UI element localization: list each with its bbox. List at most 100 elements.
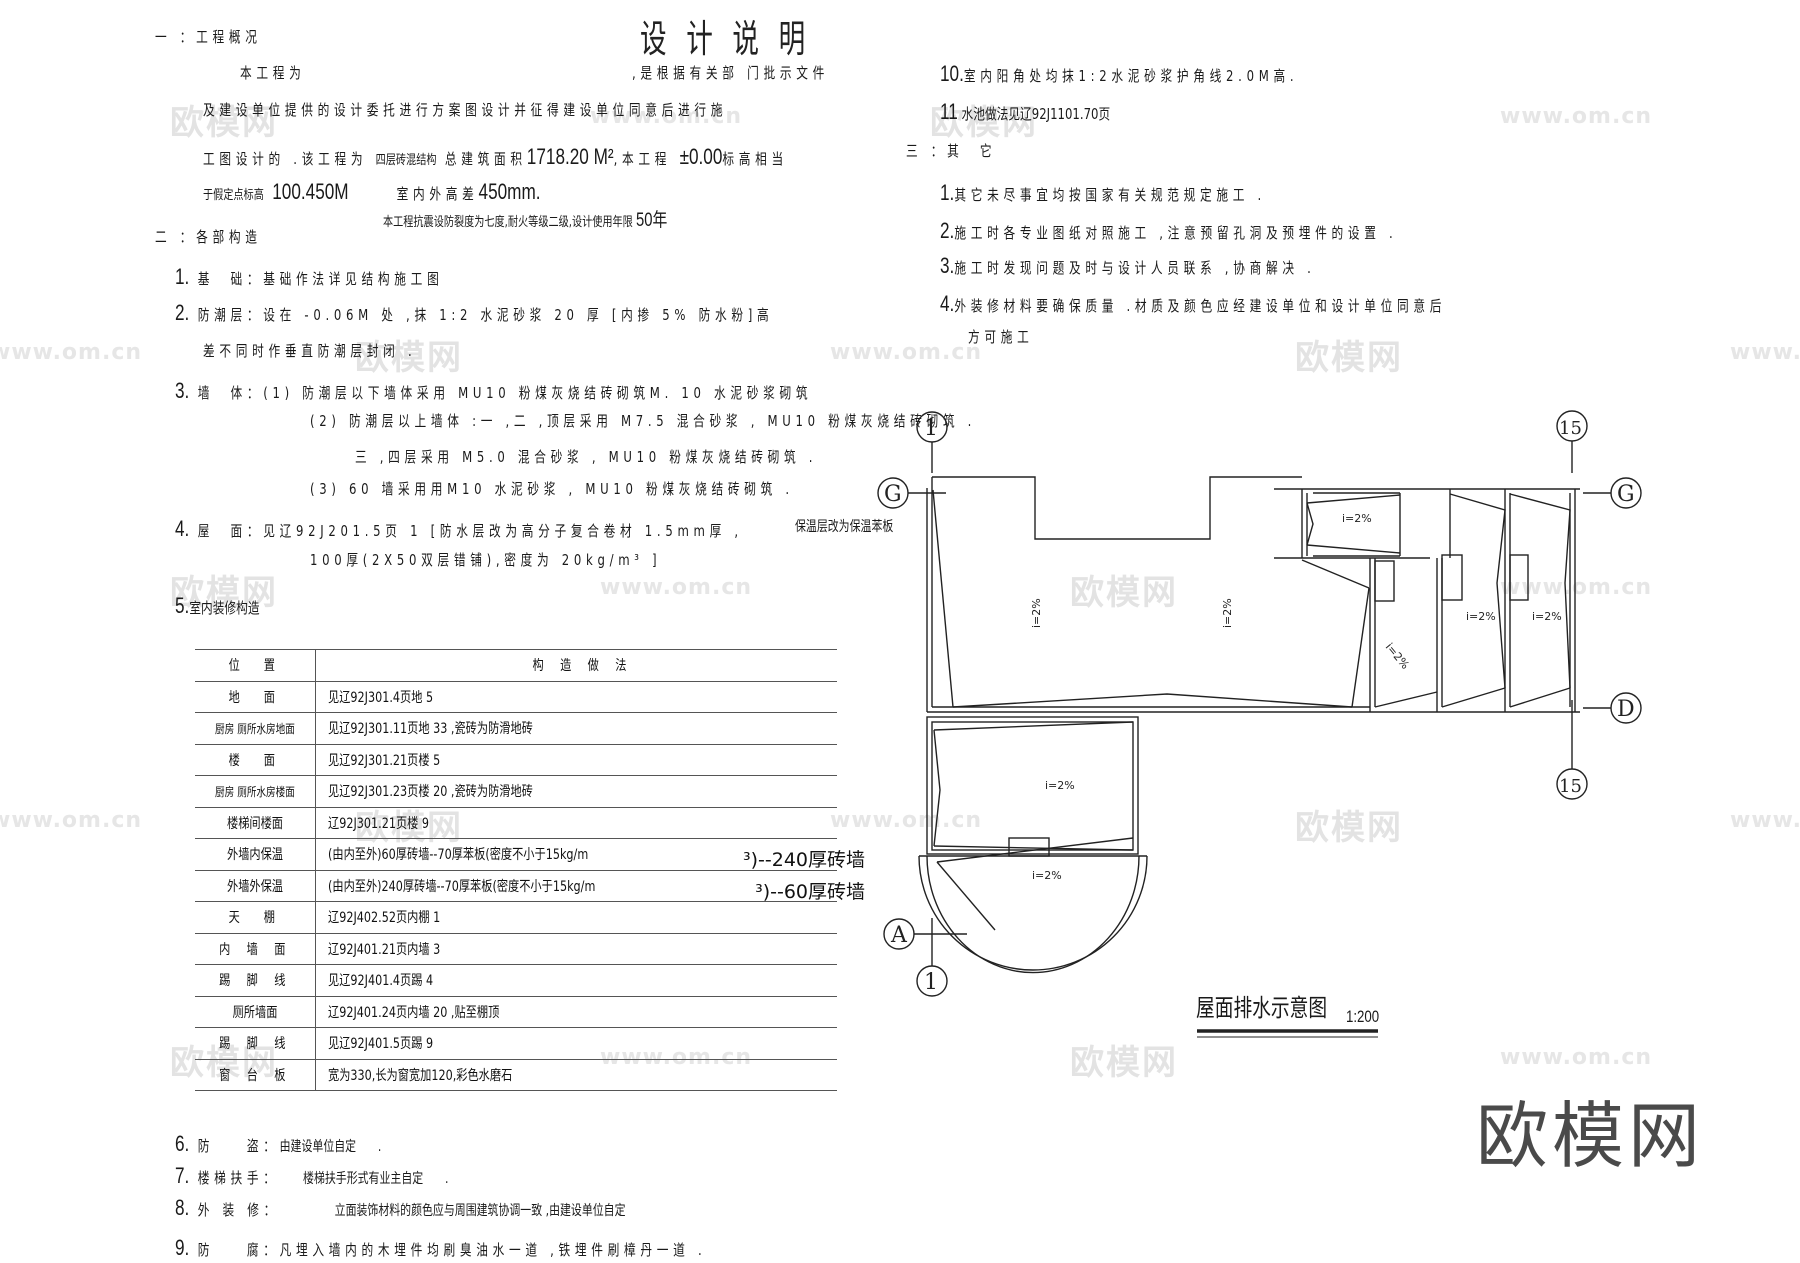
item-4-line2: 100厚(2X50双层错铺),密度为 20kg/m³ ] — [310, 551, 662, 569]
svg-text:i=2%: i=2% — [1045, 779, 1075, 792]
datum-value: 100.450M — [272, 179, 349, 204]
section3-item-4-cont: 方可施工 — [968, 328, 1034, 346]
watermark-url: www.om.cn — [600, 575, 753, 600]
item-10: 10.室内阳角处均抹1:2水泥砂浆护角线2.0M高. — [940, 61, 1299, 86]
item-4-note: 保温层改为保温苯板 — [795, 519, 894, 535]
svg-text:i=2%: i=2% — [1032, 869, 1062, 882]
table-row: 楼梯间楼面辽92J301.21页楼 9 — [195, 806, 837, 839]
section1-line2: 及建设单位提供的设计委托进行方案图设计并征得建设单位同意后进行施 — [203, 101, 728, 119]
row-tail: ³)--240厚砖墙 — [742, 849, 865, 871]
watermark-url: www.om.cn — [830, 340, 983, 365]
axis-bubble-d-right: D — [1583, 692, 1642, 724]
drawing-scale: 1:200 — [1346, 1007, 1380, 1026]
item-9: 9. 防 腐：凡埋入墙内的木埋件均刷臭油水一道 ,铁埋件刷樟丹一道 . — [175, 1235, 707, 1260]
table-header: 位 置 构 造 做 法 — [195, 649, 837, 681]
item-6: 6. 防 盗：由建设单位自定 . — [175, 1131, 382, 1156]
item-3-line3: 三 ,四层采用 M5.0 混合砂浆 , MU10 粉煤灰烧结砖砌筑 . — [355, 448, 818, 466]
table-row: 天 棚辽92J402.52页内棚 1 — [195, 901, 837, 933]
axis-bubble-15-top: 15 — [1556, 410, 1588, 473]
svg-text:G: G — [884, 482, 902, 507]
svg-text:i=2%: i=2% — [1466, 610, 1496, 623]
item-3: 3. 墙 体：(1) 防潮层以下墙体采用 MU10 粉煤灰烧结砖砌筑M. 10 … — [175, 378, 813, 403]
project-label: 工图设计的 .该工程为 — [203, 150, 368, 168]
watermark-url: www.om.cn — [0, 808, 143, 833]
svg-text:15: 15 — [1559, 418, 1582, 439]
datum-label: 于假定点标高 — [203, 188, 264, 203]
item-3-line2: (2) 防潮层以上墙体 :一 ,二 ,顶层采用 M7.5 混合砂浆 , MU10… — [310, 412, 977, 430]
watermark-logo: 欧模网 — [1295, 338, 1403, 378]
height-diff-value: 450mm. — [478, 179, 541, 204]
table-row: 踢 脚 线见辽92J401.5页踢 9 — [195, 1027, 837, 1059]
table-row: 踢 脚 线见辽92J401.4页踢 4 — [195, 964, 837, 996]
watermark-url: www.om.cn — [1730, 808, 1800, 833]
item-7: 7. 楼梯扶手：楼梯扶手形式有业主自定 . — [175, 1163, 449, 1188]
table-row: 楼 面见辽92J301.21页楼 5 — [195, 743, 837, 776]
row-tail: ³)--60厚砖墙 — [755, 880, 865, 903]
section3-item-1: 1.其它未尽事宜均按国家有关规范规定施工 . — [940, 180, 1266, 205]
svg-text:i=2%: i=2% — [1221, 598, 1234, 628]
watermark-logo: 欧模网 — [1070, 573, 1178, 613]
table-row: 厨房 厕所水房地面见辽92J301.11页地 33 ,瓷砖为防滑地砖 — [195, 712, 837, 744]
watermark-url: www.om.cn — [1500, 104, 1653, 129]
table-row: 窗 台 板宽为330,长为窗宽加120,彩色水磨石 — [195, 1058, 837, 1091]
header-location: 位 置 — [228, 658, 282, 675]
svg-text:i=2%: i=2% — [1532, 610, 1562, 623]
section1-line3: 工图设计的 .该工程为 四层砖混结构 总建筑面积1718.20 M²,本工程 ±… — [203, 146, 788, 168]
area-value: 1718.20 M² — [526, 144, 614, 169]
section3-item-3: 3.施工时发现问题及时与设计人员联系 ,协商解决 . — [940, 253, 1316, 278]
watermark-url: www.om.cn — [830, 808, 983, 833]
svg-text:D: D — [1617, 697, 1635, 722]
svg-text:i=2%: i=2% — [1030, 598, 1043, 628]
watermark-url: www.om.cn — [590, 104, 743, 129]
svg-text:15: 15 — [1559, 776, 1582, 797]
finish-table: 位 置 构 造 做 法 地 面见辽92J301.4页地 5 厨房 厕所水房地面见… — [195, 649, 865, 1091]
axis-bubble-g-left: G — [877, 477, 946, 509]
watermark-logo: 欧模网 — [170, 103, 278, 143]
elev-label: ,本工程 — [613, 150, 672, 168]
page-title: 设计说明 — [640, 17, 825, 61]
section1-line1-suffix: ,是根据有关部 门批示文件 — [632, 64, 829, 82]
section3-item-2: 2.施工时各专业图纸对照施工 ,注意预留孔洞及预埋件的设置 . — [940, 218, 1398, 243]
watermark-logo: 欧模网 — [1295, 808, 1403, 848]
section1-line4: 于假定点标高 100.450M 室内外高差450mm. — [203, 181, 541, 203]
section3-heading: 三 ：其 它 — [906, 142, 997, 160]
item-11: 11 水池做法见辽92J1101.70页 — [940, 99, 1111, 124]
brand-logo: 欧模网 — [1476, 1094, 1705, 1178]
item-8: 8. 外 装 修：立面装饰材料的颜色应与周围建筑协调一致 ,由建设单位自定 — [175, 1195, 626, 1220]
watermark-logo: 欧模网 — [170, 573, 278, 613]
svg-text:i=2%: i=2% — [1383, 641, 1412, 672]
item-1: 1. 基 础：基础作法详见结构施工图 — [175, 264, 444, 289]
table-row: 厕所墙面辽92J401.24页内墙 20 ,贴至棚顶 — [195, 995, 837, 1028]
axis-bubble-1-top: 1 — [916, 411, 948, 473]
height-diff-label: 室内外高差 — [396, 185, 479, 203]
section3-item-4: 4.外装修材料要确保质量 .材质及颜色应经建设单位和设计单位同意后 — [940, 291, 1447, 316]
area-label: 总建筑面积 — [444, 150, 527, 168]
axis-bubble-g-right: G — [1583, 477, 1642, 509]
svg-text:1: 1 — [924, 416, 938, 441]
svg-text:G: G — [1617, 482, 1635, 507]
axis-bubble-15-bottom: 15 — [1556, 700, 1588, 800]
structure-type: 四层砖混结构 — [375, 153, 437, 168]
seismic-text: 本工程抗震设防裂度为七度,耐火等级二级,设计使用年限 — [383, 215, 633, 230]
svg-text:i=2%: i=2% — [1342, 512, 1372, 525]
watermark-url: www.om.cn — [1730, 340, 1800, 365]
table-row: 厨房 厕所水房楼面见辽92J301.23页楼 20 ,瓷砖为防滑地砖 — [195, 775, 837, 807]
elev-value: ±0.00 — [679, 144, 723, 169]
item-4: 4. 屋 面：见辽92J201.5页 1 [防水层改为高分子复合卷材 1.5mm… — [175, 516, 743, 541]
section1-line1-prefix: 本工程为 — [240, 64, 306, 82]
section1-line5: 本工程抗震设防裂度为七度,耐火等级二级,设计使用年限 50年 — [383, 211, 667, 230]
table-row: 内 墙 面辽92J401.21页内墙 3 — [195, 932, 837, 965]
watermark-url: www.om.cn — [1500, 1045, 1653, 1070]
item-3-line4: (3) 60 墙采用用M10 水泥砂浆 , MU10 粉煤灰烧结砖砌筑 . — [310, 480, 794, 498]
header-method: 构 造 做 法 — [532, 658, 633, 675]
section1-heading: 一 ：工程概况 — [155, 28, 262, 46]
section2-heading: 二 ：各部构造 — [155, 228, 262, 246]
svg-text:1: 1 — [924, 970, 938, 995]
item-2-cont: 差不同时作垂直防潮层封闭 . — [203, 342, 417, 360]
axis-bubble-a: A — [883, 918, 967, 966]
drawing-title: 屋面排水示意图 — [1196, 994, 1328, 1022]
item-2: 2. 防潮层：设在 -0.06M 处 ,抹 1:2 水泥砂浆 20 厚 [内掺 … — [175, 300, 774, 325]
